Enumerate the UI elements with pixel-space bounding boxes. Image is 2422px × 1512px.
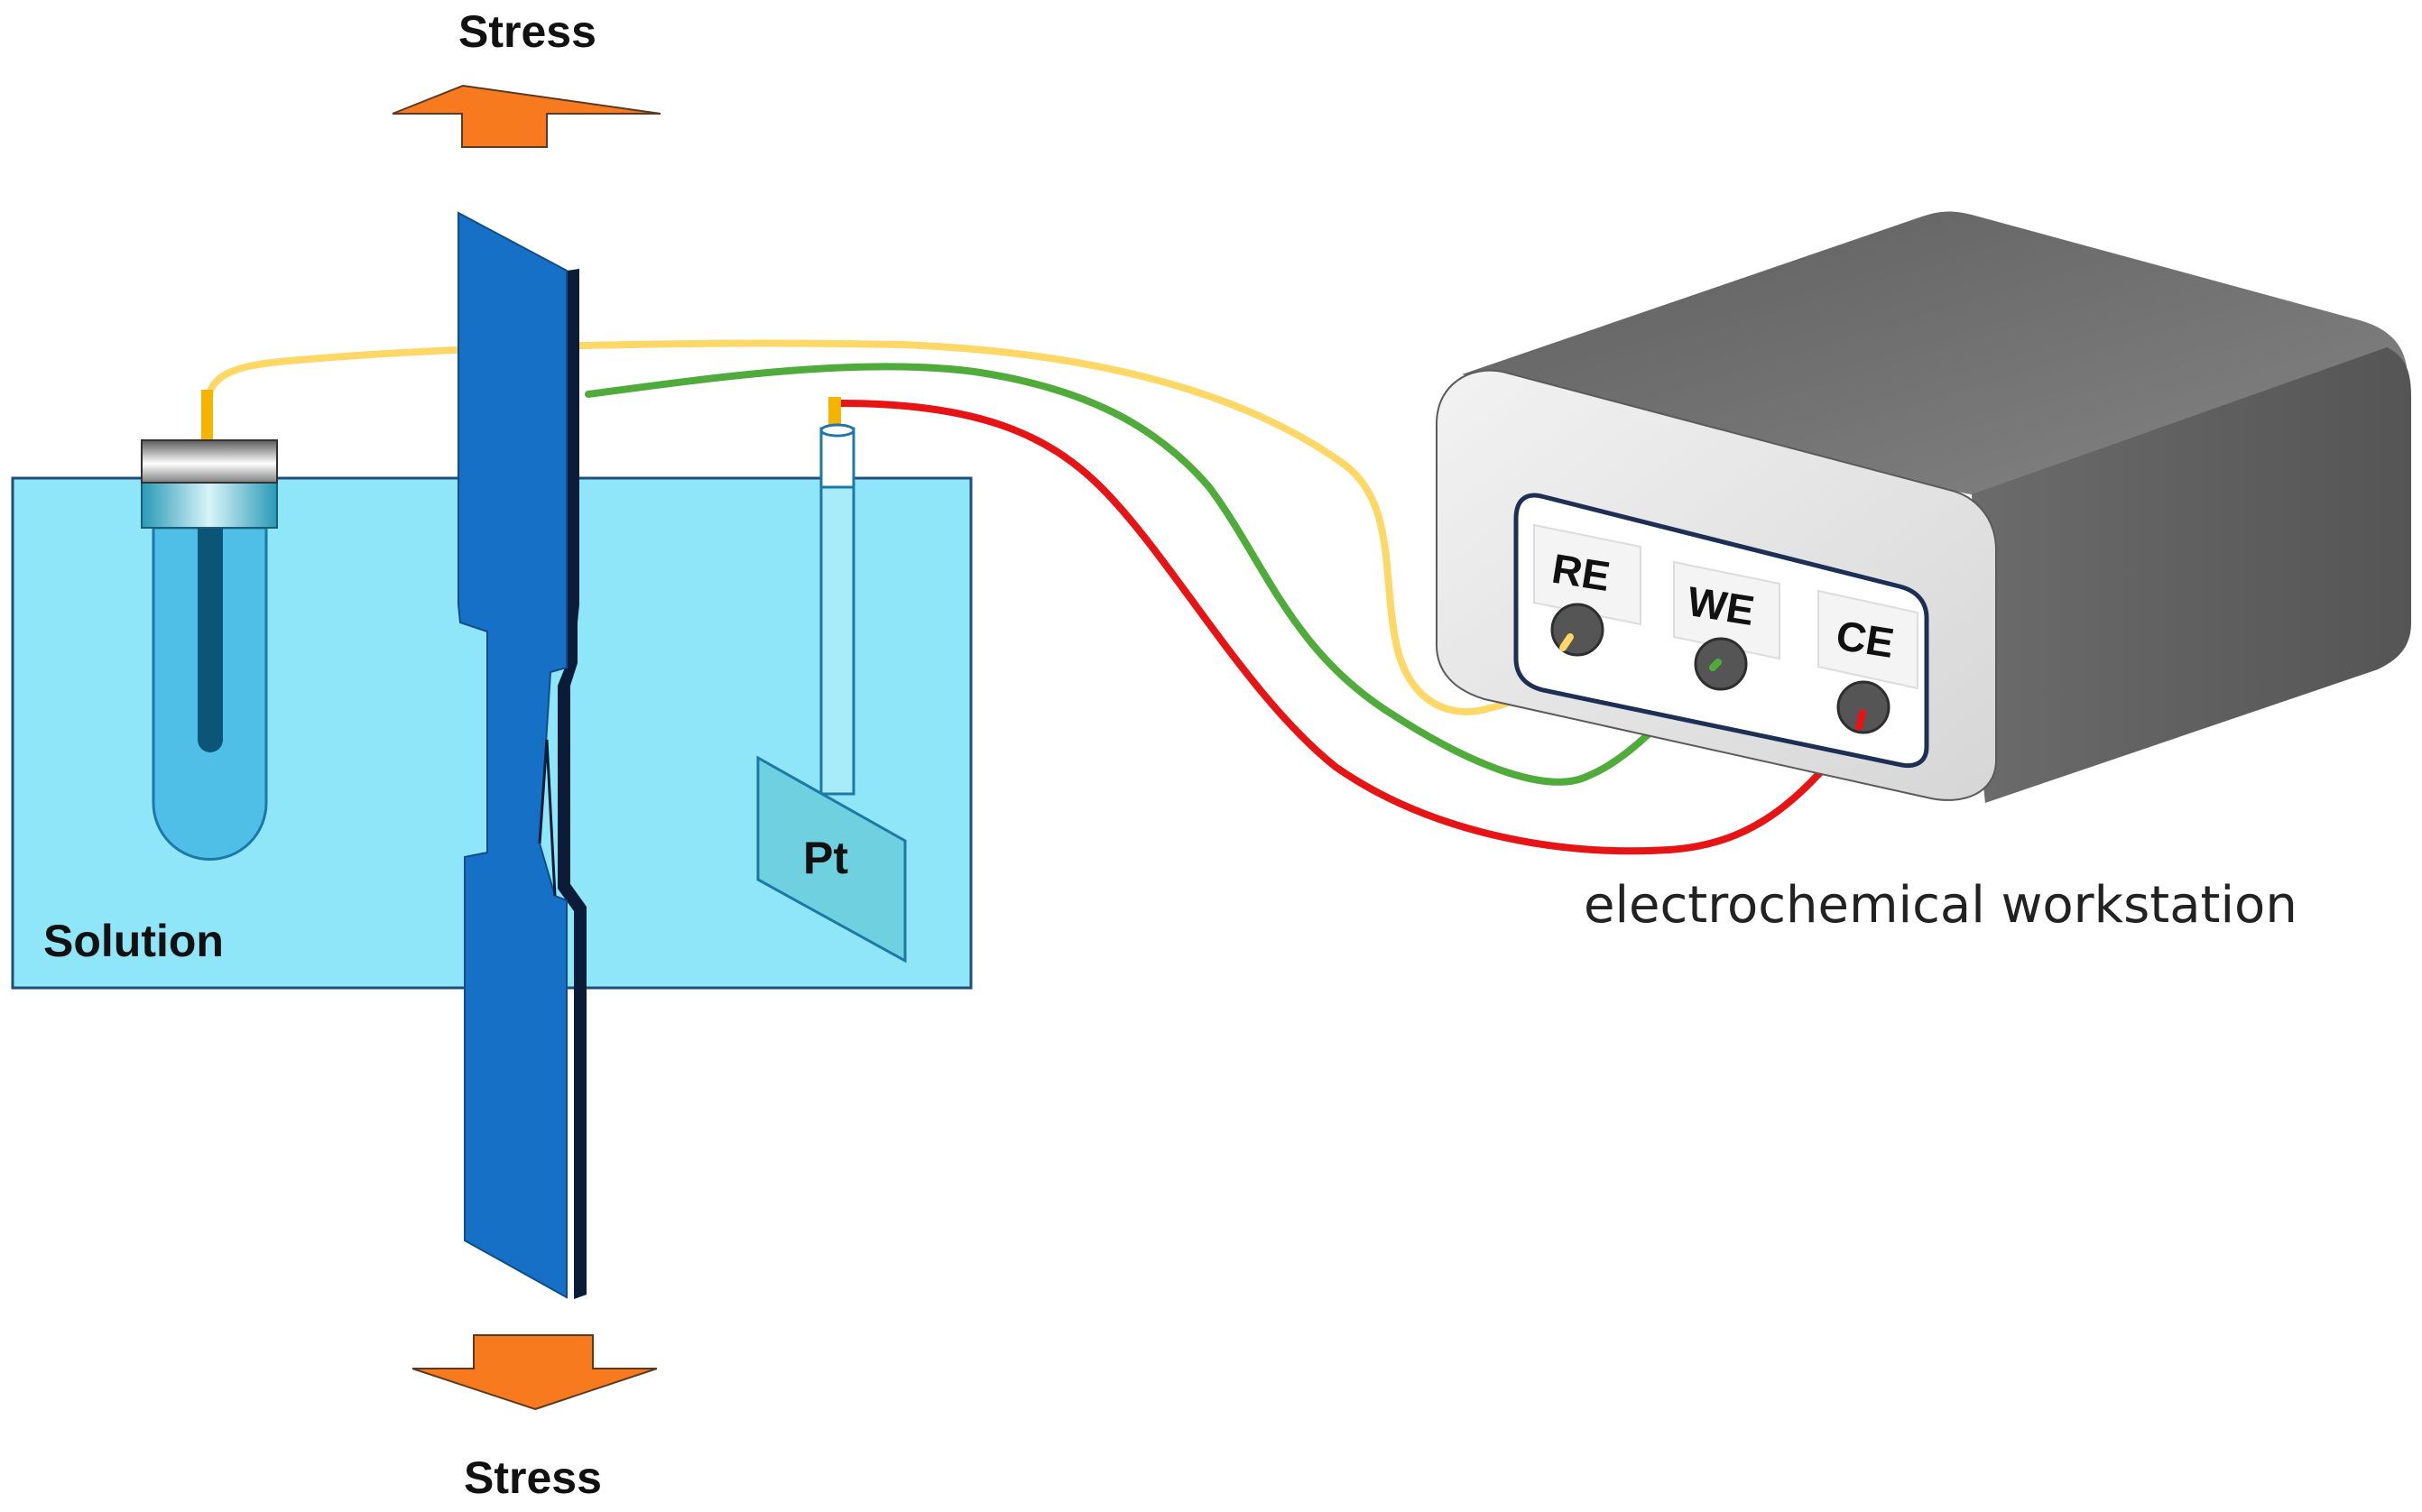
working-electrode-wire	[585, 363, 1716, 786]
stress-top-label: Stress	[458, 6, 596, 57]
workstation-label: electrochemical workstation	[1584, 876, 2297, 935]
working-wire-end	[1709, 659, 1722, 671]
stress-bottom: Stress	[411, 1334, 658, 1503]
stress-bottom-label: Stress	[464, 1452, 602, 1503]
reference-wire-end	[1559, 633, 1574, 651]
arrow-down-icon	[411, 1334, 658, 1411]
platinum-label: Pt	[803, 833, 848, 883]
port-ce-label: CE	[1833, 612, 1897, 667]
tensile-specimen	[458, 211, 587, 1299]
reference-electrode-cap	[141, 439, 278, 484]
platinum-plate	[756, 755, 907, 963]
specimen-side-edge	[558, 269, 587, 1299]
arrow-up-icon	[392, 84, 661, 148]
counter-electrode-tube-lower	[819, 485, 855, 796]
port-we-label: WE	[1684, 577, 1757, 634]
counter-electrode-tube-top	[819, 423, 855, 438]
port-ce-socket[interactable]	[1836, 680, 1890, 734]
port-ce[interactable]: CE	[1817, 589, 1918, 734]
electrochemical-workstation: RE WE CE electrochemical workstation	[1436, 211, 2411, 935]
workstation-side-face	[1972, 347, 2411, 803]
port-re-tag	[1533, 523, 1641, 626]
reference-electrode-core	[198, 528, 223, 752]
specimen-body	[458, 211, 568, 1299]
counter-electrode-tube-upper	[819, 427, 855, 489]
reference-electrode-cap-band	[141, 480, 278, 529]
wires	[204, 339, 1863, 855]
counter-electrode-terminal	[828, 397, 841, 429]
counter-electrode: Pt	[756, 397, 907, 963]
stress-top: Stress	[392, 6, 661, 148]
port-re-label: RE	[1548, 545, 1613, 600]
solution-label: Solution	[43, 916, 224, 966]
reference-electrode-terminal	[201, 390, 213, 442]
counter-electrode-wire	[837, 400, 1863, 855]
counter-wire-end	[1855, 709, 1866, 731]
port-we-tag	[1673, 560, 1780, 660]
reference-electrode-wire	[204, 339, 1567, 715]
specimen-crack	[538, 739, 557, 897]
reference-electrode	[141, 390, 278, 861]
port-ce-tag	[1817, 589, 1918, 690]
